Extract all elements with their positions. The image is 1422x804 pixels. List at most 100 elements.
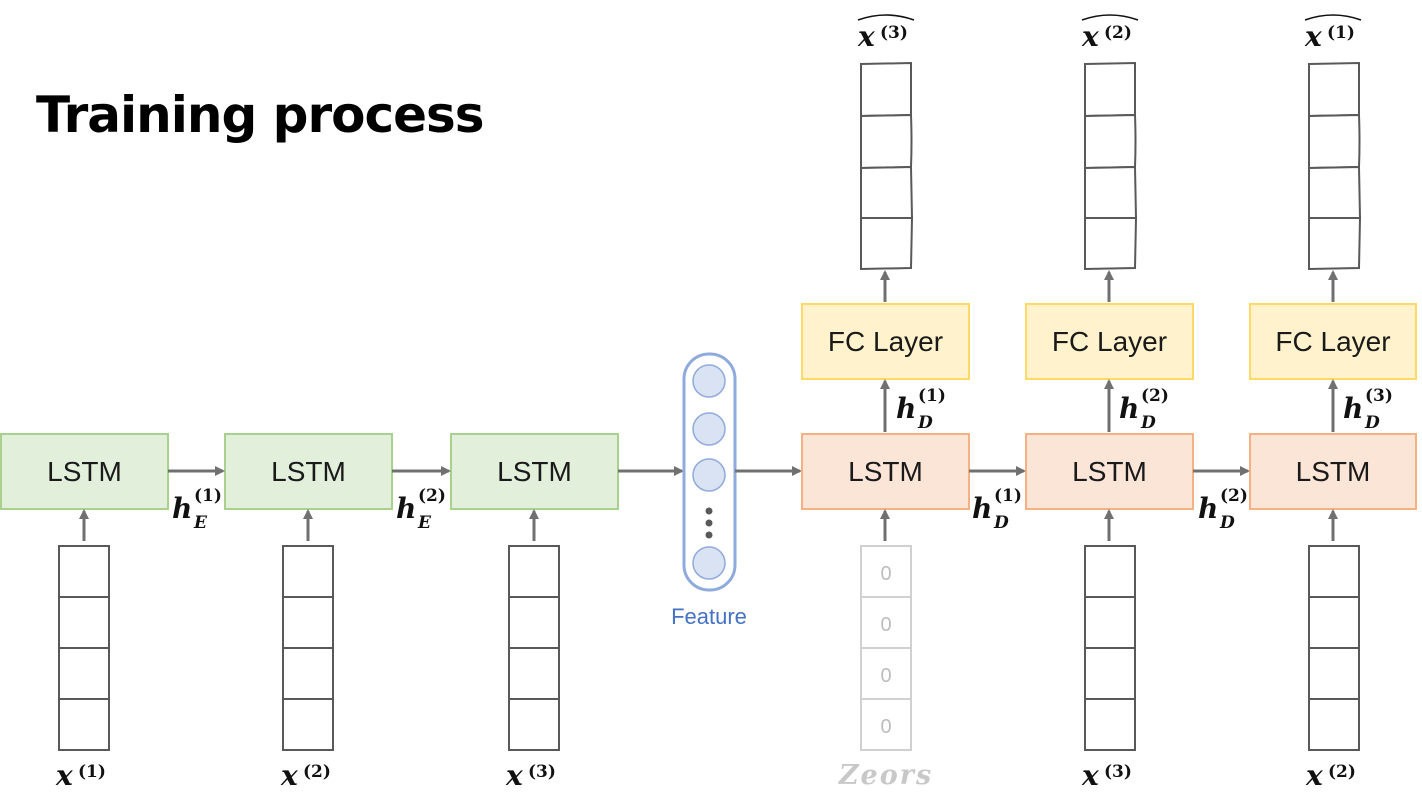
- svg-text:h: h: [172, 492, 192, 525]
- decoder-output-vector-2: [1084, 61, 1138, 271]
- svg-text:h: h: [1198, 492, 1218, 525]
- decoder-hidden-up-label-3: h (3) D: [1343, 386, 1393, 433]
- svg-text:(2): (2): [418, 486, 446, 506]
- svg-text:x: x: [55, 759, 73, 792]
- zero-value: 0: [880, 665, 891, 687]
- svg-text:D: D: [917, 413, 933, 433]
- svg-text:D: D: [1140, 413, 1156, 433]
- svg-text:(3): (3): [528, 762, 556, 782]
- svg-text:(1): (1): [194, 486, 222, 506]
- encoder-hidden-label-1: h (1) E: [172, 486, 222, 533]
- svg-text:h: h: [1119, 392, 1139, 425]
- hat-icon: [1304, 14, 1362, 21]
- zeros-label: Zeors: [838, 760, 933, 791]
- svg-text:x: x: [857, 20, 875, 53]
- svg-text:x: x: [1081, 20, 1099, 53]
- decoder-output-label-1: x (3): [857, 14, 915, 53]
- svg-text:(1): (1): [918, 386, 946, 406]
- decoder-input-vector-2: [1084, 545, 1136, 751]
- decoder-hidden-up-label-1: h (1) D: [896, 386, 946, 433]
- svg-text:(1): (1): [994, 486, 1022, 506]
- ellipsis-dot: [705, 519, 713, 527]
- svg-text:x: x: [1305, 759, 1323, 792]
- svg-text:(3): (3): [880, 23, 908, 43]
- svg-text:(2): (2): [1220, 486, 1248, 506]
- svg-text:D: D: [1219, 513, 1235, 533]
- zeros-vector: 0 0 0 0: [860, 545, 912, 751]
- svg-text:(1): (1): [1327, 23, 1355, 43]
- encoder-lstm-3: LSTM: [450, 433, 619, 510]
- decoder-lstm-label: LSTM: [1296, 456, 1371, 487]
- feature-node: [692, 458, 726, 492]
- encoder-lstm-label: LSTM: [47, 456, 122, 487]
- ellipsis-dot: [705, 531, 713, 539]
- encoder-lstm-2: LSTM: [224, 433, 393, 510]
- decoder-input-label-3: x (2): [1305, 759, 1356, 792]
- svg-text:x: x: [1081, 759, 1099, 792]
- svg-text:(3): (3): [1365, 386, 1393, 406]
- svg-text:(2): (2): [1104, 23, 1132, 43]
- decoder-fc-3: FC Layer: [1249, 303, 1417, 380]
- svg-text:E: E: [417, 513, 432, 533]
- feature-node: [692, 412, 726, 446]
- decoder-fc-1: FC Layer: [801, 303, 970, 380]
- decoder-hidden-right-label-1: h (1) D: [972, 486, 1022, 533]
- decoder-output-label-2: x (2): [1081, 14, 1139, 53]
- zero-value: 0: [880, 563, 891, 585]
- decoder: LSTM LSTM LSTM FC Layer FC Layer FC Laye…: [801, 14, 1417, 792]
- decoder-lstm-1: LSTM: [801, 433, 970, 510]
- encoder-input-vector-2: [282, 545, 334, 751]
- decoder-input-label-2: x (3): [1081, 759, 1132, 792]
- fc-layer-label: FC Layer: [828, 326, 943, 357]
- encoder-lstm-label: LSTM: [271, 456, 346, 487]
- decoder-output-label-3: x (1): [1304, 14, 1362, 53]
- encoder-input-vector-1: [58, 545, 110, 751]
- encoder-lstm-1: LSTM: [0, 433, 169, 510]
- encoder-input-vector-3: [508, 545, 560, 751]
- page-title: Training process: [36, 86, 484, 144]
- encoder-lstm-label: LSTM: [497, 456, 572, 487]
- encoder: LSTM LSTM LSTM h (1) E h (2) E: [0, 433, 684, 792]
- svg-text:(1): (1): [78, 762, 106, 782]
- hat-icon: [1081, 14, 1139, 21]
- decoder-hidden-right-label-2: h (2) D: [1198, 486, 1248, 533]
- decoder-lstm-label: LSTM: [848, 456, 923, 487]
- svg-text:D: D: [1364, 413, 1380, 433]
- svg-text:h: h: [972, 492, 992, 525]
- svg-text:(2): (2): [303, 762, 331, 782]
- svg-text:x: x: [1304, 20, 1322, 53]
- svg-text:(2): (2): [1328, 762, 1356, 782]
- decoder-output-vector-3: [1308, 61, 1362, 271]
- ellipsis-dot: [705, 507, 713, 515]
- decoder-input-vector-3: [1308, 545, 1360, 751]
- decoder-hidden-up-label-2: h (2) D: [1119, 386, 1169, 433]
- feature-vector: [682, 352, 737, 592]
- feature-node: [692, 364, 726, 398]
- decoder-fc-2: FC Layer: [1025, 303, 1194, 380]
- encoder-hidden-label-2: h (2) E: [396, 486, 446, 533]
- decoder-output-vector-1: [860, 61, 914, 271]
- svg-text:x: x: [280, 759, 298, 792]
- svg-text:h: h: [396, 492, 416, 525]
- svg-text:h: h: [896, 392, 916, 425]
- feature-node: [692, 546, 726, 580]
- fc-layer-label: FC Layer: [1052, 326, 1167, 357]
- hat-icon: [857, 14, 915, 21]
- decoder-lstm-label: LSTM: [1072, 456, 1147, 487]
- encoder-input-label-2: x (2): [280, 759, 331, 792]
- encoder-input-label-3: x (3): [505, 759, 556, 792]
- decoder-lstm-2: LSTM: [1025, 433, 1194, 510]
- encoder-input-label-1: x (1): [55, 759, 106, 792]
- svg-text:D: D: [993, 513, 1009, 533]
- svg-text:(3): (3): [1104, 762, 1132, 782]
- svg-text:h: h: [1343, 392, 1363, 425]
- zero-value: 0: [880, 614, 891, 636]
- decoder-lstm-3: LSTM: [1249, 433, 1417, 510]
- svg-text:(2): (2): [1141, 386, 1169, 406]
- svg-text:x: x: [505, 759, 523, 792]
- feature-label: Feature: [671, 604, 747, 629]
- fc-layer-label: FC Layer: [1275, 326, 1390, 357]
- zero-value: 0: [880, 716, 891, 738]
- svg-text:E: E: [193, 513, 208, 533]
